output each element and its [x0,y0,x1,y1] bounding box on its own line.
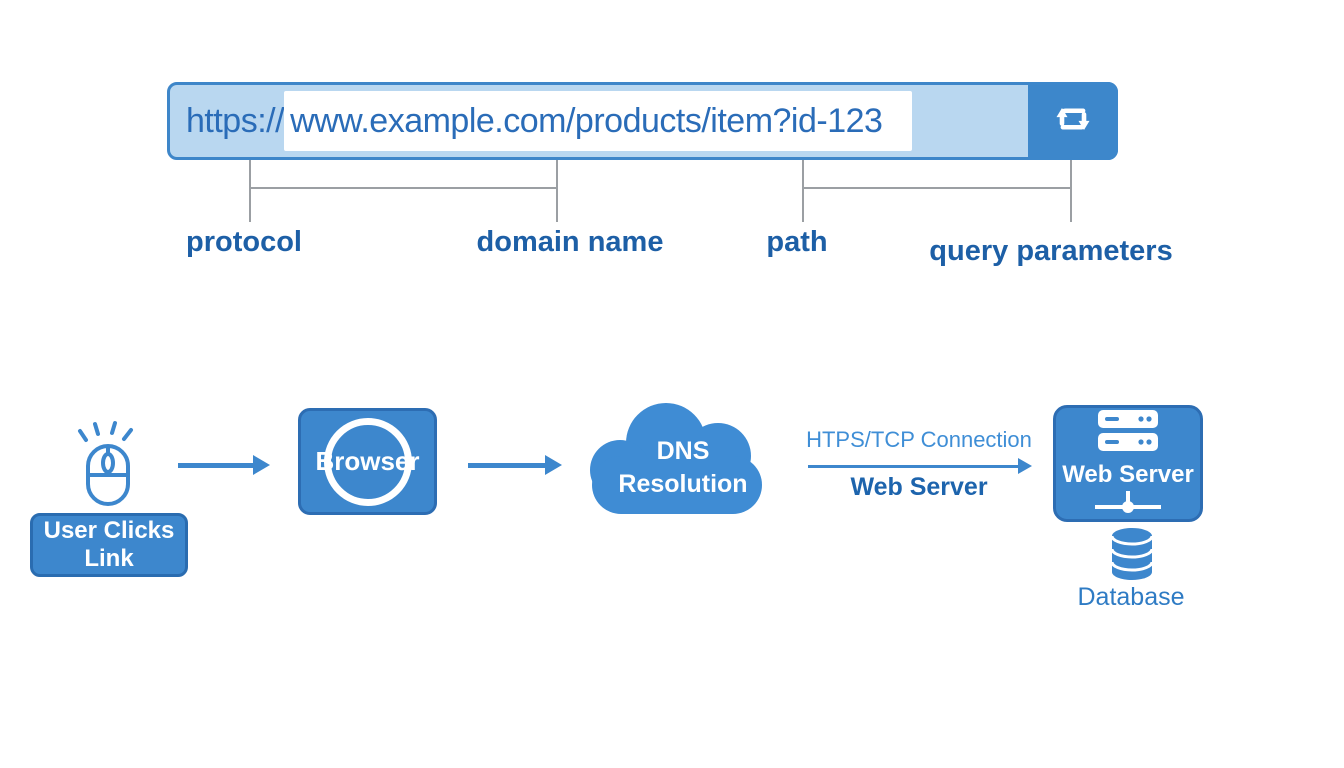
arrow-line [808,464,1018,468]
flow-arrow-browser-to-dns [468,453,562,477]
label-domain-name: domain name [476,226,664,258]
url-selected-text[interactable]: www.example.com/products/item?id-123 [284,91,913,151]
browser-label: Browser [315,446,420,476]
database-icon [1108,527,1156,586]
dns-cloud-shape [590,403,762,514]
arrow-line [178,462,253,468]
arrow-head-icon [253,455,270,475]
user-clicks-link-label: User Clicks Link [43,517,175,572]
connector-bridge-left [249,187,558,189]
label-protocol: protocol [186,226,302,258]
flow-arrow-user-to-browser [178,453,270,477]
label-path: path [766,226,828,258]
browser-circle-icon [323,417,412,506]
connection-label: HTPS/TCP Connection [806,427,1032,452]
connector-domain-line [556,160,558,222]
url-address-bar[interactable]: https:// www.example.com/products/item?i… [167,82,1118,160]
dns-line2: Resolution [618,469,748,498]
dns-line1: DNS [656,437,710,465]
mouse-click-icon [72,418,144,515]
arrow-head-icon [1018,458,1032,474]
web-server-label: Web Server [1062,460,1194,488]
network-node-icon [1091,490,1165,520]
browser-node[interactable]: Browser [298,408,437,515]
database-label: Database [1077,583,1185,611]
repeat-icon [1051,97,1095,146]
connector-protocol-line [249,160,251,222]
connector-bridge-right [802,187,1072,189]
arrow-line [468,462,545,468]
user-clicks-link-node[interactable]: User Clicks Link [30,513,188,577]
url-protocol-text: https:// [186,101,285,140]
arrow-head-icon [545,455,562,475]
refresh-button[interactable] [1028,82,1118,160]
flow-arrow-dns-to-server [808,454,1032,478]
dns-resolution-node[interactable]: DNS Resolution [578,398,788,523]
connector-query-line [1070,160,1072,222]
server-rack-icon [1095,408,1161,459]
label-query-parameters: query parameters [929,235,1173,267]
connector-path-line [802,160,804,222]
web-server-node[interactable]: Web Server [1053,405,1203,522]
dns-resolution-label: DNS Resolution [578,398,788,523]
connection-sublabel: Web Server [850,473,988,501]
